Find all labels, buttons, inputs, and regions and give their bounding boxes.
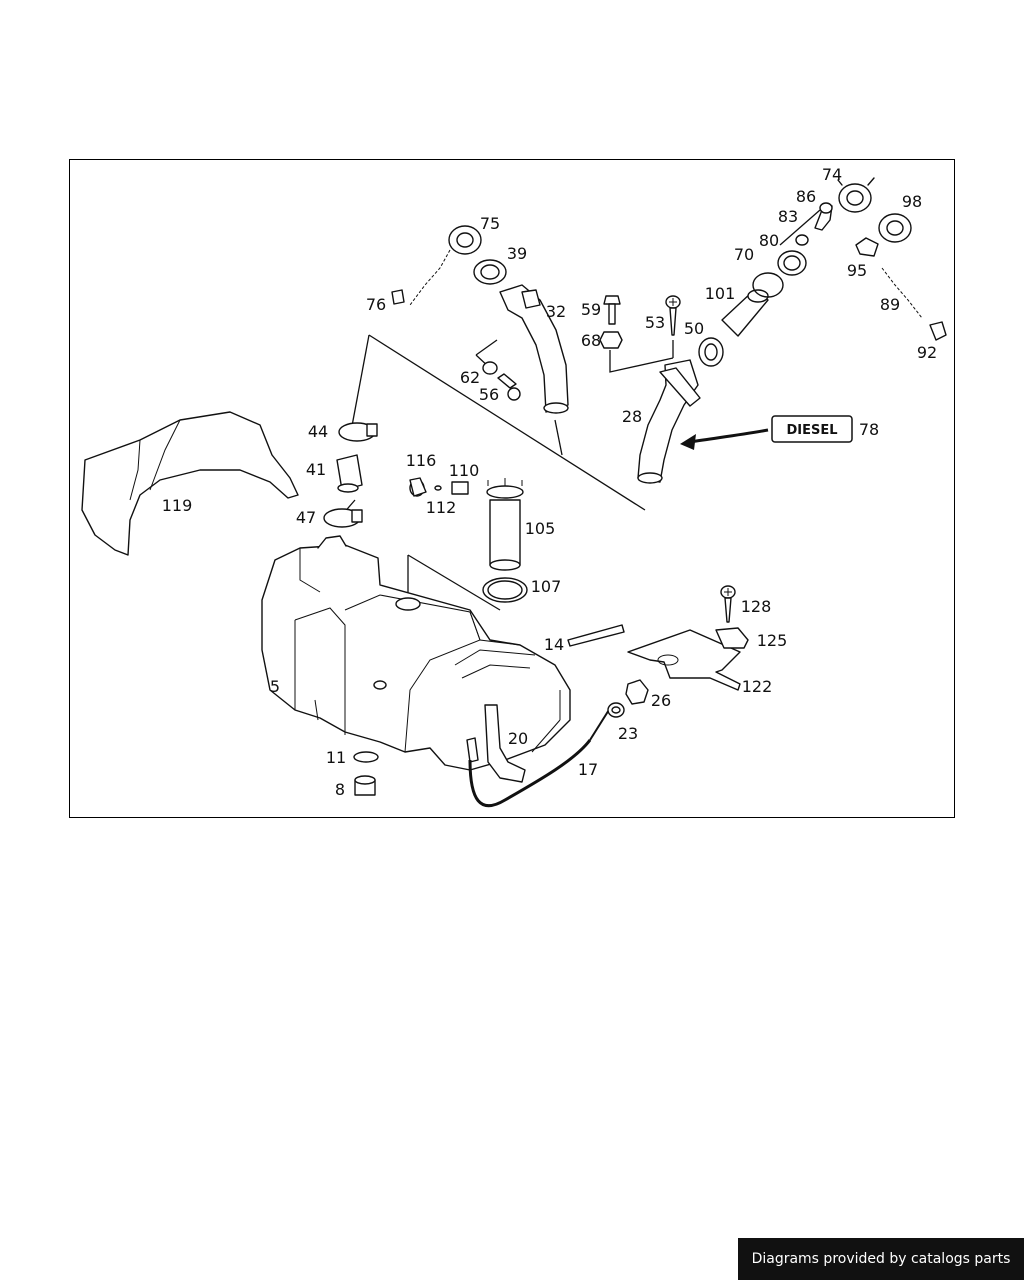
callout-119: 119 — [162, 496, 193, 515]
callout-70: 70 — [734, 245, 754, 264]
bolt-and-nut-center — [599, 295, 623, 349]
bolt-and-washer-left — [482, 361, 521, 401]
heat-shield — [81, 411, 299, 556]
callout-105: 105 — [525, 519, 556, 538]
callout-107: 107 — [531, 577, 562, 596]
small-fasteners-right — [795, 202, 833, 246]
callout-39: 39 — [507, 244, 527, 263]
callout-75: 75 — [480, 214, 500, 233]
callout-26: 26 — [651, 691, 671, 710]
callout-53: 53 — [645, 313, 665, 332]
callout-59: 59 — [581, 300, 601, 319]
nut-and-washer-lower — [607, 679, 649, 718]
callout-62: 62 — [460, 368, 480, 387]
footer-credit-text: Diagrams provided by catalogs parts — [751, 1251, 1011, 1267]
callout-122: 122 — [742, 677, 773, 696]
callout-74: 74 — [822, 165, 842, 184]
cap-retainer-chain — [855, 237, 947, 341]
callout-50: 50 — [684, 319, 704, 338]
callout-14: 14 — [544, 635, 564, 654]
tank-strap — [466, 704, 526, 783]
part-callouts: 74 86 83 98 75 39 80 70 95 101 89 76 32 … — [162, 165, 937, 799]
callout-28: 28 — [622, 407, 642, 426]
callout-11: 11 — [326, 748, 346, 767]
fuel-sender-unit — [409, 477, 528, 603]
callout-41: 41 — [306, 460, 326, 479]
screw-53 — [665, 295, 681, 336]
callout-95: 95 — [847, 261, 867, 280]
tank-strip — [567, 624, 625, 647]
footer-credit-banner: Diagrams provided by catalogs parts — [738, 1238, 1024, 1280]
callout-89: 89 — [880, 295, 900, 314]
callout-47: 47 — [296, 508, 316, 527]
callout-32: 32 — [546, 302, 566, 321]
callout-56: 56 — [479, 385, 499, 404]
filler-neck-right — [637, 359, 701, 484]
callout-128: 128 — [741, 597, 772, 616]
filler-neck-left — [499, 284, 569, 414]
callout-92: 92 — [917, 343, 937, 362]
callout-17: 17 — [578, 760, 598, 779]
callout-116: 116 — [406, 451, 437, 470]
callout-86: 86 — [796, 187, 816, 206]
diesel-indicator: DIESEL — [680, 415, 853, 450]
mounting-bracket — [627, 585, 749, 691]
callout-125: 125 — [757, 631, 788, 650]
callout-23: 23 — [618, 724, 638, 743]
callout-20: 20 — [508, 729, 528, 748]
callout-80: 80 — [759, 231, 779, 250]
callout-101: 101 — [705, 284, 736, 303]
drain-plug-and-seal — [353, 751, 379, 796]
filler-tube-assembly — [698, 250, 807, 367]
callout-83: 83 — [778, 207, 798, 226]
callout-112: 112 — [426, 498, 457, 517]
callout-5: 5 — [270, 677, 280, 696]
filler-caps-right — [837, 177, 912, 243]
callout-8: 8 — [335, 780, 345, 799]
callout-76: 76 — [366, 295, 386, 314]
diesel-label: DIESEL — [786, 423, 837, 438]
callout-68: 68 — [581, 331, 601, 350]
callout-110: 110 — [449, 461, 480, 480]
callout-44: 44 — [308, 422, 328, 441]
hose-clamps — [323, 422, 378, 528]
filler-cap-left — [391, 225, 507, 306]
callout-98: 98 — [902, 192, 922, 211]
leader-lines — [341, 209, 821, 611]
callout-78: 78 — [859, 420, 879, 439]
